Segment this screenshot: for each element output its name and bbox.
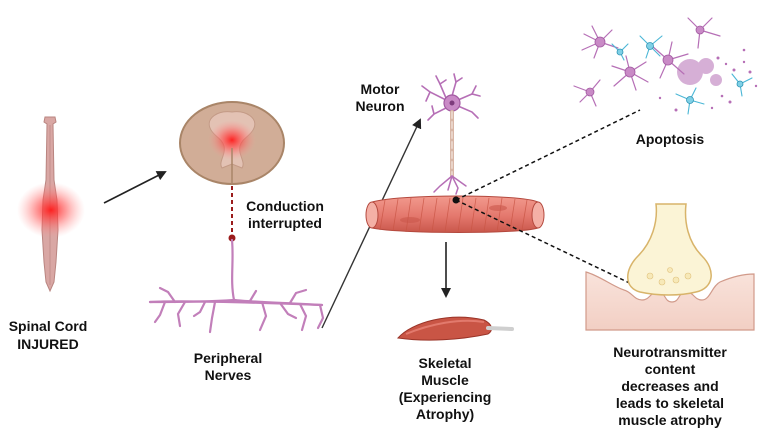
muscle-fiber-illustration [365,195,545,233]
label-muscle-atrophy: muscle atrophy [618,412,722,428]
spinal-cross-section [179,101,285,185]
label-interrupted: interrupted [248,215,322,231]
label-spinal-cord: Spinal Cord [9,318,88,334]
dashed-line-to-apoptosis [455,109,641,201]
label-skeletal: Skeletal [419,355,472,371]
arrow-to-cross-section [103,171,167,204]
label-leads-to: leads to skeletal [616,395,724,411]
junction-point [452,196,460,204]
label-atrophy: Atrophy) [416,406,474,422]
label-conduction: Conduction [246,198,324,214]
label-neuron: Neuron [356,98,405,114]
apoptosis-cluster-illustration [573,17,758,115]
dashed-line-to-synapse [455,199,641,289]
label-nerves: Nerves [205,367,252,383]
peripheral-nerves-illustration [148,238,325,334]
label-spinal-cord-injured: INJURED [17,336,78,352]
label-content: content [645,361,696,377]
spinal-cord-illustration [17,116,85,293]
label-motor: Motor [361,81,400,97]
label-experiencing: (Experiencing [399,389,492,405]
label-apoptosis: Apoptosis [636,131,705,147]
injury-glow [17,182,85,238]
label-decreases: decreases and [621,378,718,394]
label-peripheral: Peripheral [194,350,262,366]
label-neurotransmitter: Neurotransmitter [613,344,727,360]
skeletal-muscle-illustration [397,316,514,341]
label-muscle: Muscle [421,372,469,388]
motor-neuron-illustration [421,73,481,195]
interruption-point [228,234,236,242]
synapse-illustration [585,203,755,331]
